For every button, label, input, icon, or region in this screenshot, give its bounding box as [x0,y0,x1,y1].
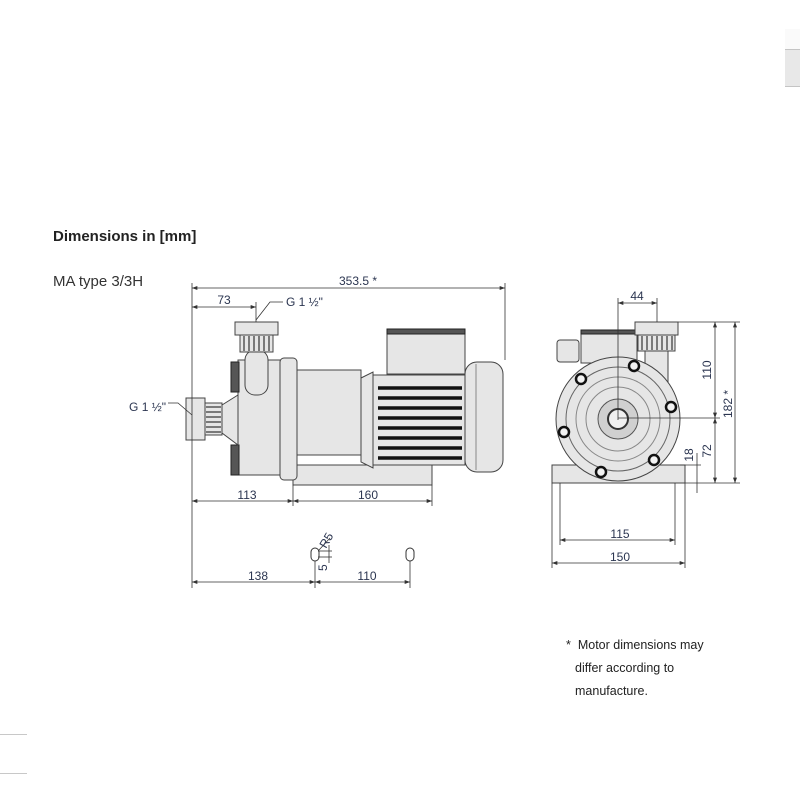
outlet-offset-label: 44 [630,289,644,303]
side-view-dimensions: 353.5 * 73 G 1 ½" G 1 ½" 113 160 138 110… [129,274,506,588]
shaft-height-label: 72 [700,444,714,458]
side-tab-top [785,29,800,49]
base-height-label: 18 [682,448,696,462]
overall-length-label: 353.5 * [339,274,377,288]
footnote-marker: * [566,638,571,652]
pump-side-view [185,321,504,486]
front-to-hole-label: 138 [248,569,268,583]
hole-spacing-label: 115 [610,527,629,541]
footnote: * Motor dimensions may differ according … [566,634,704,703]
hole-radius-label: R5 [316,530,336,551]
divider [0,734,27,735]
base-width-label: 150 [610,550,630,564]
top-connection-label: G 1 ½" [286,295,323,309]
hole-spacing-label: 110 [357,569,376,583]
side-connection-label: G 1 ½" [129,400,166,414]
inlet-offset-label: 73 [217,293,231,307]
hole-width-label: 5 [316,564,330,571]
side-tab[interactable] [785,49,800,87]
model-label: MA type 3/3H [53,273,144,290]
footnote-line: manufacture. [575,684,648,698]
pump-front-view [551,321,686,484]
front-view-dimensions: 44 110 182 * 72 18 115 150 [551,289,740,568]
front-to-base-label: 113 [237,488,256,502]
footnote-line: Motor dimensions may [577,638,704,652]
dimensions-heading: Dimensions in [mm] [53,228,197,245]
base-length-label: 160 [358,488,378,502]
overall-height-label: 182 * [721,390,735,418]
divider [0,773,27,774]
shaft-to-top-label: 110 [700,360,714,379]
footnote-line: differ according to [575,661,675,675]
